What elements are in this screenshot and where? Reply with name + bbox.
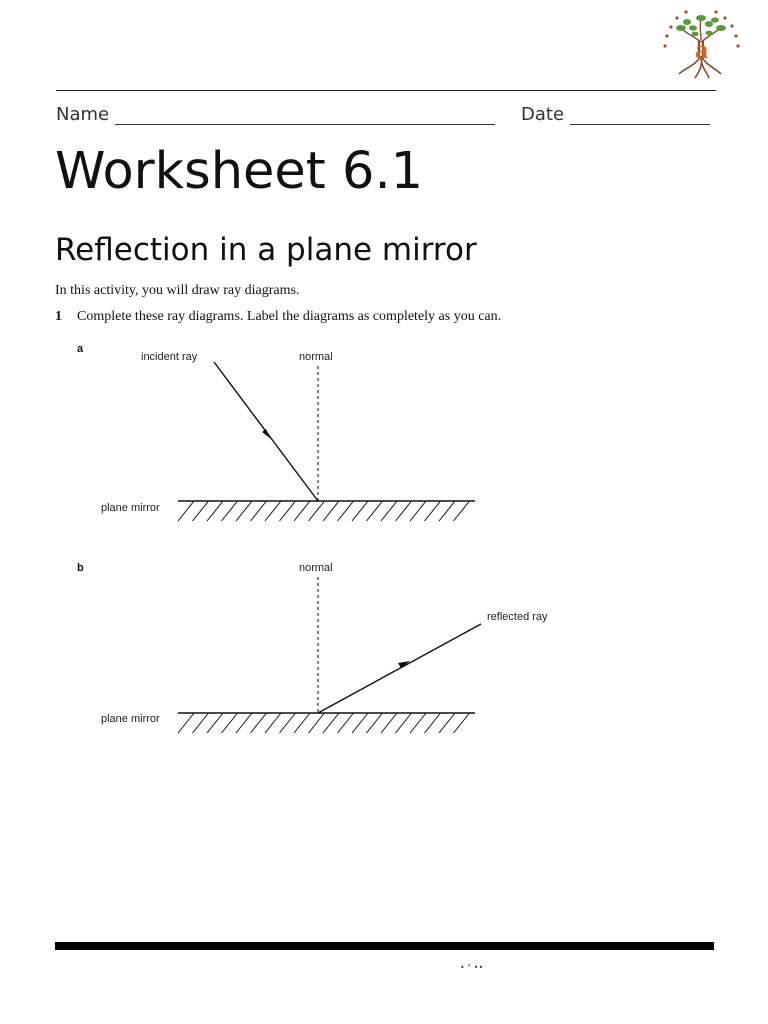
reflected-ray-line bbox=[317, 623, 482, 714]
diagram-a-label: a bbox=[77, 343, 84, 355]
date-blank-line[interactable] bbox=[570, 106, 711, 125]
mirror-hatch-line bbox=[235, 712, 253, 734]
mirror-hatch-line bbox=[351, 712, 369, 734]
worksheet-subtitle: Reflection in a plane mirror bbox=[55, 232, 477, 268]
mirror-hatch-line bbox=[250, 712, 267, 734]
mirror-hatch-line bbox=[395, 712, 412, 734]
mirror-hatch-line bbox=[206, 712, 224, 734]
mirror-hatch-line bbox=[395, 500, 412, 522]
mirror-hatch-line bbox=[177, 712, 195, 734]
mirror-hatch-line bbox=[424, 712, 441, 734]
mirror-hatch-line bbox=[438, 500, 456, 522]
normal-label-a: normal bbox=[299, 351, 333, 363]
mirror-hatch-line bbox=[279, 712, 296, 734]
mirror-hatch-line bbox=[192, 712, 209, 734]
name-label: Name bbox=[56, 104, 110, 125]
plane-mirror-label-b: plane mirror bbox=[101, 713, 160, 725]
footer-mark: • ° •• bbox=[460, 963, 484, 972]
mirror-hatch-line bbox=[308, 500, 325, 522]
mirror-hatch-line bbox=[177, 500, 195, 522]
mirror-hatch-line bbox=[453, 500, 470, 522]
reflected-ray-label: reflected ray bbox=[487, 611, 548, 623]
mirror-hatch-line bbox=[453, 712, 470, 734]
question-text: Complete these ray diagrams. Label the d… bbox=[77, 309, 502, 324]
footer-bar bbox=[55, 942, 714, 950]
worksheet-title: Worksheet 6.1 bbox=[55, 142, 424, 201]
incident-ray-arrowhead bbox=[262, 429, 271, 439]
mirror-hatch-line bbox=[424, 500, 441, 522]
diagram-a: incident ray normal plane mirror bbox=[101, 351, 475, 522]
mirror-hatch-line bbox=[409, 712, 427, 734]
plane-mirror-label-a: plane mirror bbox=[101, 502, 160, 514]
mirror-hatch-line bbox=[380, 500, 398, 522]
header-rule bbox=[56, 90, 716, 91]
mirror-hatch-line bbox=[409, 500, 427, 522]
diagram-b-label: b bbox=[77, 562, 84, 574]
name-field-row: Name bbox=[56, 104, 496, 125]
mirror-hatch-line bbox=[337, 500, 354, 522]
mirror-hatch-line bbox=[264, 712, 282, 734]
mirror-hatch-line bbox=[366, 500, 383, 522]
diagram-b: normal reflected ray plane mirror bbox=[101, 562, 548, 734]
mirror-hatch-line bbox=[221, 500, 238, 522]
mirror-hatch-line bbox=[206, 500, 224, 522]
mirror-hatching-b bbox=[177, 712, 470, 734]
mirror-hatch-line bbox=[264, 500, 282, 522]
mirror-hatching-a bbox=[177, 500, 470, 522]
mirror-hatch-line bbox=[250, 500, 267, 522]
mirror-hatch-line bbox=[308, 712, 325, 734]
mirror-hatch-line bbox=[235, 500, 253, 522]
mirror-hatch-line bbox=[438, 712, 456, 734]
mirror-hatch-line bbox=[380, 712, 398, 734]
svg-text:a: a bbox=[695, 35, 708, 64]
mirror-hatch-line bbox=[322, 500, 340, 522]
mirror-hatch-line bbox=[192, 500, 209, 522]
mirror-hatch-line bbox=[337, 712, 354, 734]
intro-text: In this activity, you will draw ray diag… bbox=[55, 283, 300, 298]
mirror-hatch-line bbox=[293, 500, 311, 522]
date-field-row: Date bbox=[521, 104, 711, 125]
question-number: 1 bbox=[55, 309, 62, 324]
mirror-hatch-line bbox=[351, 500, 369, 522]
incident-ray-label: incident ray bbox=[141, 351, 198, 363]
tree-logo-icon: a bbox=[655, 6, 747, 80]
reflected-ray-arrowhead bbox=[398, 661, 410, 668]
mirror-hatch-line bbox=[322, 712, 340, 734]
mirror-hatch-line bbox=[293, 712, 311, 734]
mirror-hatch-line bbox=[221, 712, 238, 734]
normal-label-b: normal bbox=[299, 562, 333, 574]
date-label: Date bbox=[521, 104, 565, 125]
mirror-hatch-line bbox=[279, 500, 296, 522]
mirror-hatch-line bbox=[366, 712, 383, 734]
name-blank-line[interactable] bbox=[115, 106, 496, 125]
